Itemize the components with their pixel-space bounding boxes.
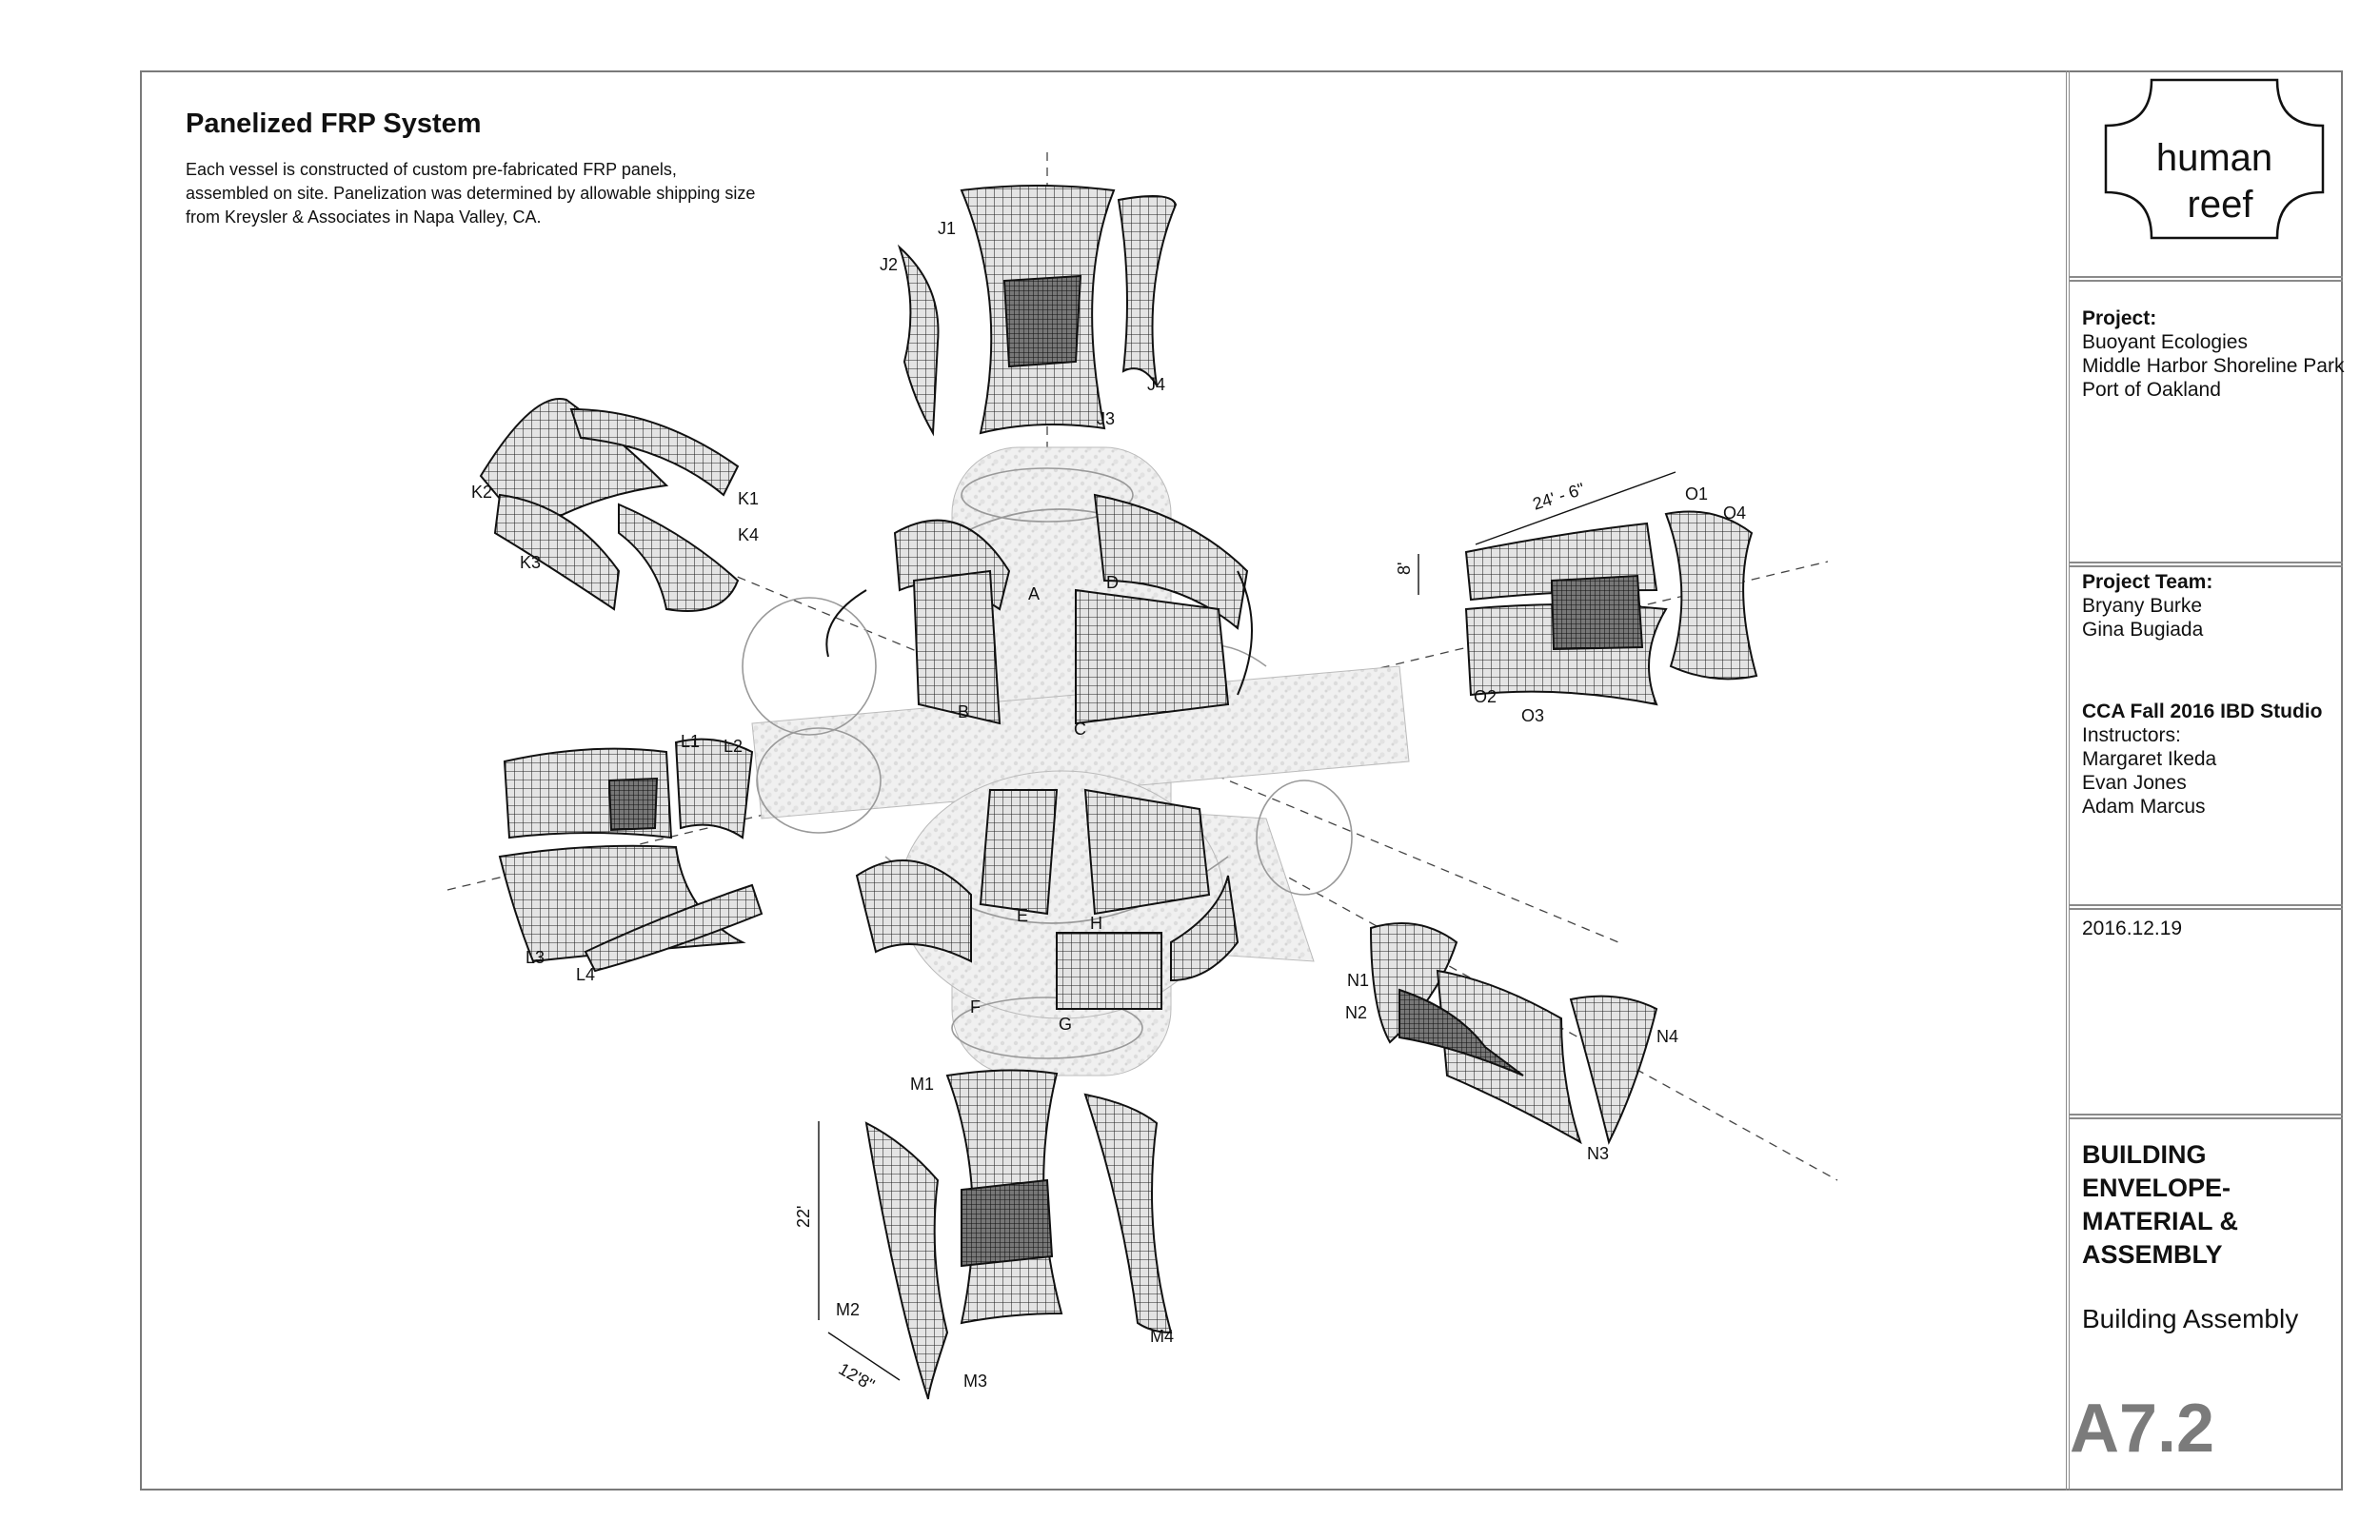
instructor: Evan Jones <box>2082 772 2187 794</box>
dim-m-height: 22' <box>794 1206 813 1228</box>
label-o1: O1 <box>1685 484 1708 503</box>
label-o2: O2 <box>1474 687 1497 706</box>
label-j1: J1 <box>938 219 956 238</box>
label-f: F <box>970 997 981 1017</box>
team-member: Gina Bugiada <box>2082 619 2204 641</box>
label-h: H <box>1090 914 1102 933</box>
project-heading: Project: <box>2082 307 2157 329</box>
project-info: Project: Buoyant Ecologies Middle Harbor… <box>2082 306 2344 402</box>
label-m2: M2 <box>836 1300 860 1319</box>
project-line: Buoyant Ecologies <box>2082 331 2248 353</box>
label-e: E <box>1017 906 1028 925</box>
sheet-date: 2016.12.19 <box>2082 918 2183 939</box>
human-reef-logo: human reef <box>2104 78 2325 240</box>
logo-text-human: human <box>2156 137 2272 179</box>
label-c: C <box>1074 720 1086 739</box>
label-k4: K4 <box>738 525 759 544</box>
label-n2: N2 <box>1345 1003 1367 1022</box>
label-m1: M1 <box>910 1075 934 1094</box>
title-block-separator <box>2070 562 2343 567</box>
label-k2: K2 <box>471 483 492 502</box>
instructor: Margaret Ikeda <box>2082 748 2217 770</box>
title-block-divider <box>2066 70 2070 1491</box>
vessel-o <box>1464 510 1758 706</box>
vessel-m <box>864 1069 1173 1400</box>
dimension-lines <box>818 471 1676 1381</box>
team-info: Project Team: Bryany Burke Gina Bugiada <box>2082 570 2212 642</box>
team-member: Bryany Burke <box>2082 595 2203 617</box>
label-o3: O3 <box>1521 706 1544 725</box>
description-line: assembled on site. Panelization was dete… <box>186 184 756 203</box>
label-m3: M3 <box>963 1372 987 1391</box>
label-j2: J2 <box>880 255 898 274</box>
logo-text-reef: reef <box>2188 184 2254 226</box>
instructors-heading: Instructors: <box>2082 724 2181 746</box>
panel-labels: J1 J2 J3 J4 K1 K2 K3 K4 L1 L2 L3 L4 M1 M… <box>471 219 1746 1391</box>
description-line: from Kreysler & Associates in Napa Valle… <box>186 207 542 227</box>
label-a: A <box>1028 584 1040 603</box>
project-line: Port of Oakland <box>2082 379 2221 401</box>
label-l1: L1 <box>681 732 700 751</box>
team-heading: Project Team: <box>2082 571 2213 593</box>
sheet-title: BUILDING ENVELOPE- MATERIAL & ASSEMBLY <box>2082 1140 2238 1269</box>
instructor: Adam Marcus <box>2082 796 2206 818</box>
sheet-border <box>140 70 2343 1491</box>
studio-info: CCA Fall 2016 IBD Studio Instructors: Ma… <box>2082 700 2322 819</box>
title-block-separator <box>2070 904 2343 910</box>
label-l3: L3 <box>526 948 545 967</box>
description: Each vessel is constructed of custom pre… <box>186 158 871 229</box>
label-b: B <box>958 702 969 721</box>
label-l4: L4 <box>576 965 595 984</box>
label-n1: N1 <box>1347 971 1369 990</box>
vessel-l <box>498 738 764 973</box>
page-title: Panelized FRP System <box>186 109 482 139</box>
label-g: G <box>1059 1015 1072 1034</box>
label-j3: J3 <box>1097 409 1115 428</box>
title-block-separator <box>2070 1114 2343 1119</box>
project-line: Middle Harbor Shoreline Park <box>2082 355 2345 377</box>
vessel-n <box>1369 922 1658 1145</box>
vessel-k <box>479 398 740 612</box>
label-l2: L2 <box>724 737 743 756</box>
vessel-j <box>897 185 1178 437</box>
sheet-subtitle: Building Assembly <box>2082 1304 2299 1333</box>
title-block-separator <box>2070 276 2343 282</box>
central-panels <box>825 493 1253 1010</box>
label-n4: N4 <box>1656 1027 1678 1046</box>
studio-name: CCA Fall 2016 IBD Studio <box>2082 701 2323 722</box>
label-m4: M4 <box>1150 1327 1174 1346</box>
label-d: D <box>1106 573 1119 592</box>
label-o4: O4 <box>1723 503 1746 523</box>
label-k1: K1 <box>738 489 759 508</box>
description-line: Each vessel is constructed of custom pre… <box>186 160 677 179</box>
label-n3: N3 <box>1587 1144 1609 1163</box>
label-j4: J4 <box>1147 375 1165 394</box>
label-k3: K3 <box>520 553 541 572</box>
dim-o-height: 8' <box>1395 563 1414 575</box>
sheet-number: A7.2 <box>2070 1391 2215 1467</box>
